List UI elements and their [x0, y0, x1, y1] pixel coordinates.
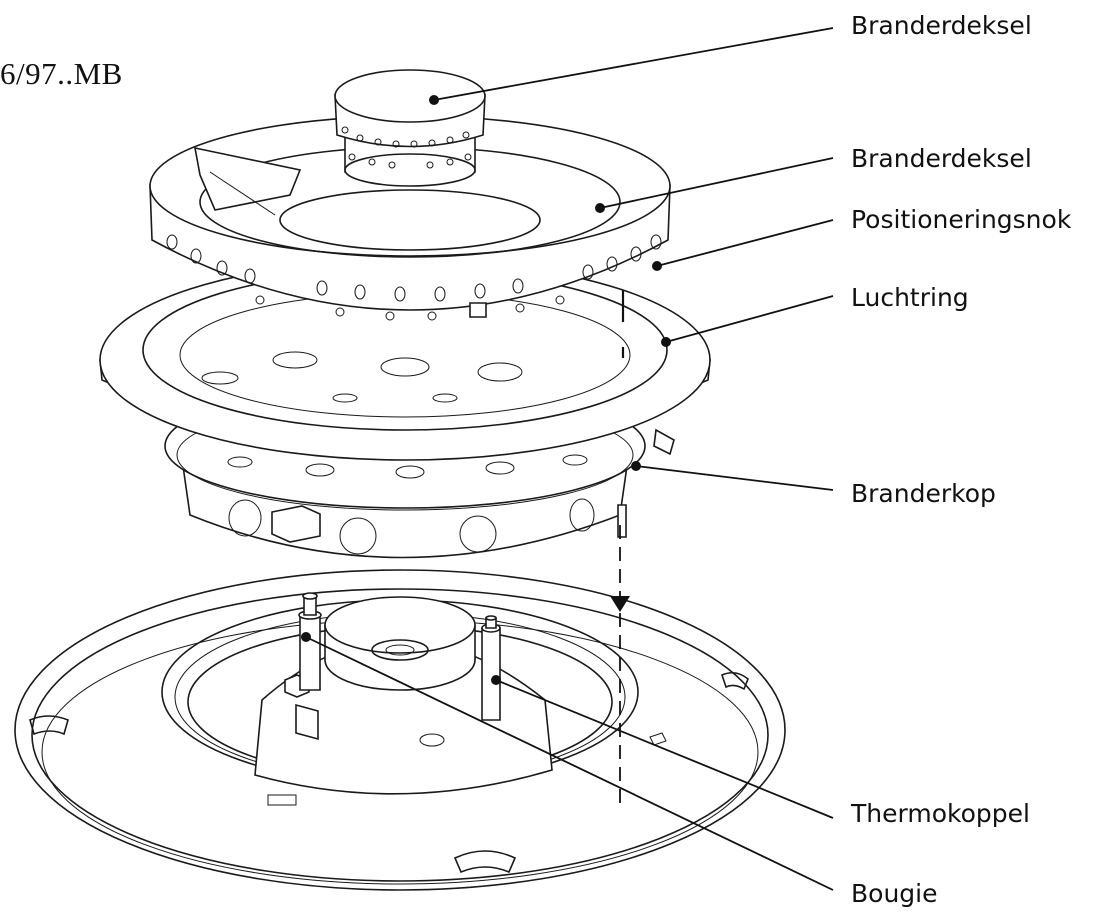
label-thermocouple: Thermokoppel	[851, 799, 1030, 828]
air-ring	[99, 259, 711, 461]
burner-cap-top	[334, 69, 486, 187]
base-plate	[14, 569, 786, 891]
label-air-ring: Luchtring	[851, 283, 969, 312]
label-burner-cap-ring: Branderdeksel	[851, 144, 1032, 173]
label-burner-cap-top: Branderdeksel	[851, 11, 1032, 40]
assembly-guide-line	[610, 290, 630, 805]
model-code: 6/97..MB	[0, 56, 123, 91]
label-burner-cup: Branderkop	[851, 479, 996, 508]
label-spark-plug: Bougie	[851, 879, 938, 908]
thermocouple-probe	[481, 615, 501, 721]
label-positioning-lug: Positioneringsnok	[851, 205, 1072, 234]
leader-lines	[301, 27, 834, 891]
